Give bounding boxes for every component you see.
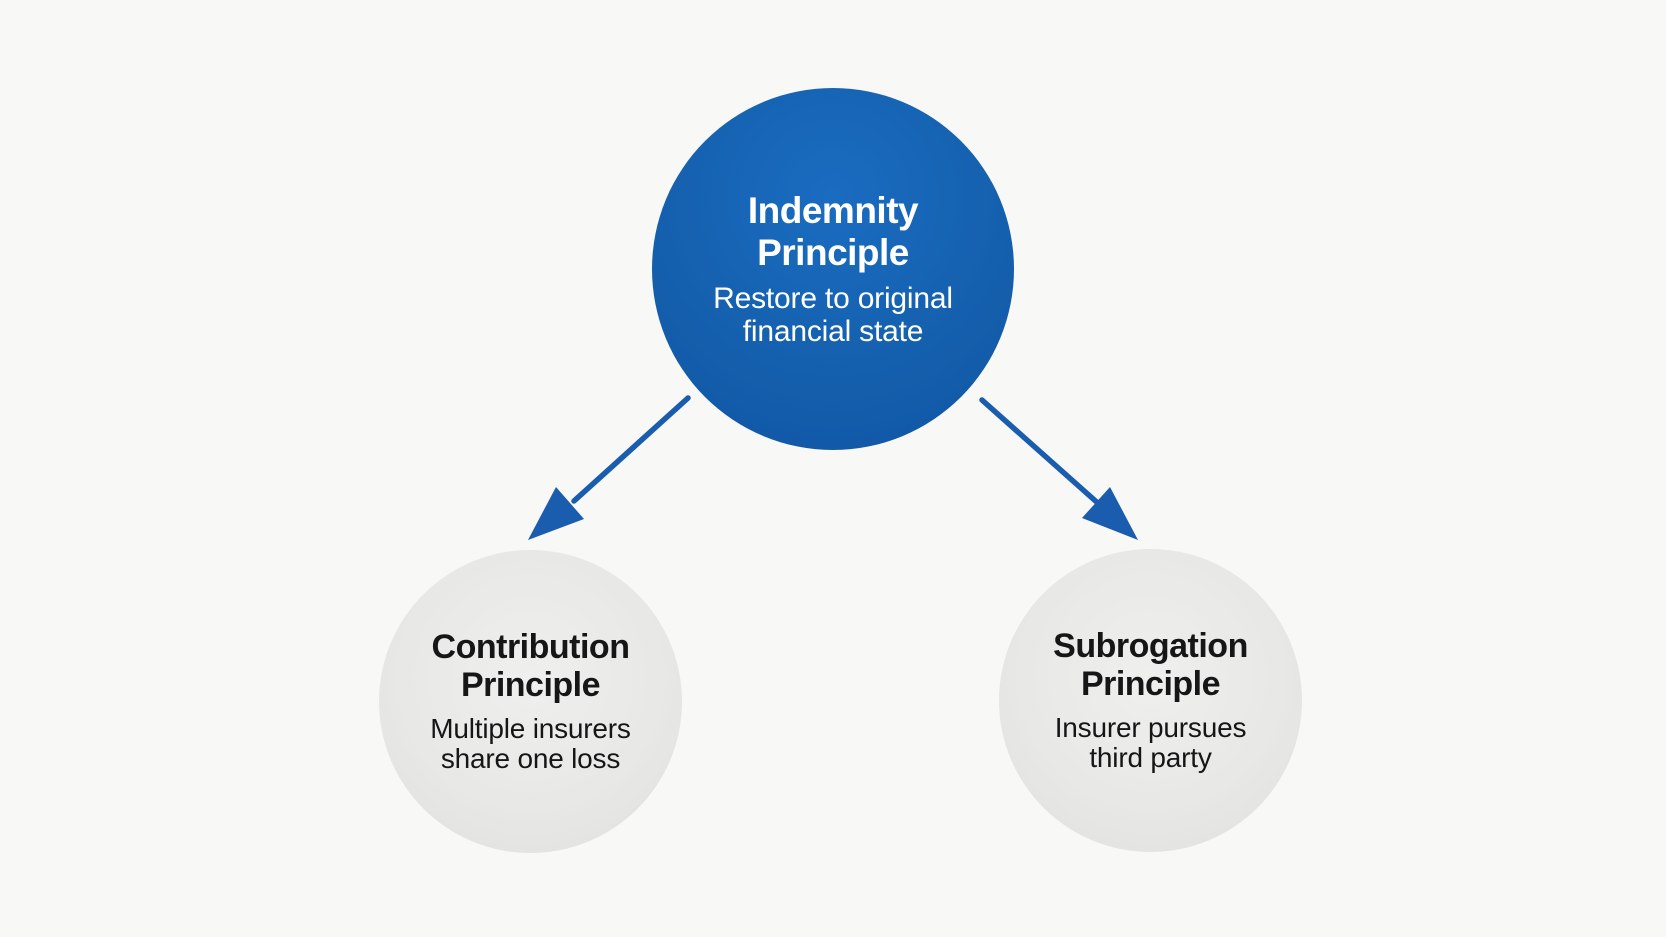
arrow-left-shaft [571,395,691,504]
node-contribution-title: Contribution Principle [431,627,630,705]
node-contribution: Contribution Principle Multiple insurers… [379,550,682,853]
node-indemnity: Indemnity Principle Restore to original … [652,88,1014,450]
arrow-right-head-icon [1082,487,1138,540]
arrow-indemnity-to-contribution [528,395,691,540]
node-subrogation: Subrogation Principle Insurer pursues th… [999,549,1302,852]
node-contribution-subtitle: Multiple insurers share one loss [430,712,631,775]
node-subrogation-title: Subrogation Principle [1053,626,1248,704]
node-indemnity-title: Indemnity Principle [747,189,919,273]
node-indemnity-subtitle: Restore to original financial state [713,282,953,349]
arrow-indemnity-to-subrogation [979,397,1138,540]
arrow-left-head-icon [528,487,584,540]
node-subrogation-subtitle: Insurer pursues third party [1054,711,1247,774]
arrow-right-shaft [979,397,1103,508]
